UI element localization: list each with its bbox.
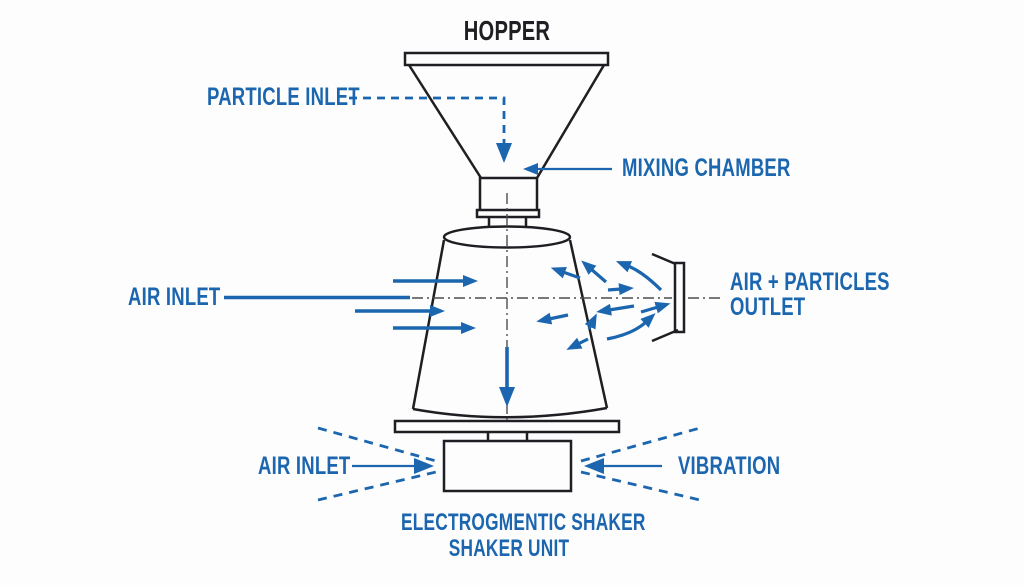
cone-vessel bbox=[411, 225, 609, 419]
shaker-caption: ELECTROGMENTIC SHAKER SHAKER UNIT bbox=[401, 509, 646, 562]
outlet-collector bbox=[651, 252, 686, 343]
hopper-title: HOPPER bbox=[463, 15, 551, 46]
mixing-chamber-box bbox=[475, 176, 541, 232]
air-inlet-label: AIR INLET bbox=[128, 283, 221, 311]
shaker-caption-line1: ELECTROGMENTIC SHAKER bbox=[401, 509, 646, 536]
particle-inlet-label: PARTICLE INLET bbox=[207, 83, 360, 111]
outlet-label-line1: AIR + PARTICLES bbox=[730, 268, 890, 296]
plate-connector bbox=[486, 432, 529, 441]
shaker-caption-line2: SHAKER UNIT bbox=[448, 535, 570, 562]
particle-inlet-arrow bbox=[349, 96, 512, 163]
vibration-label: VIBRATION bbox=[678, 452, 781, 480]
hopper-funnel bbox=[403, 51, 610, 179]
vibration-dashes bbox=[317, 426, 701, 502]
turbulence-arrows bbox=[536, 260, 671, 350]
base-plate bbox=[393, 419, 621, 441]
shaker-unit-box bbox=[442, 439, 573, 493]
outlet-label: AIR + PARTICLES OUTLET bbox=[730, 270, 890, 320]
air-inlet-bottom-label: AIR INLET bbox=[258, 452, 351, 480]
mixing-chamber-label: MIXING CHAMBER bbox=[622, 154, 791, 182]
outlet-label-line2: OUTLET bbox=[730, 293, 806, 321]
air-inlet-arrows bbox=[224, 275, 478, 334]
